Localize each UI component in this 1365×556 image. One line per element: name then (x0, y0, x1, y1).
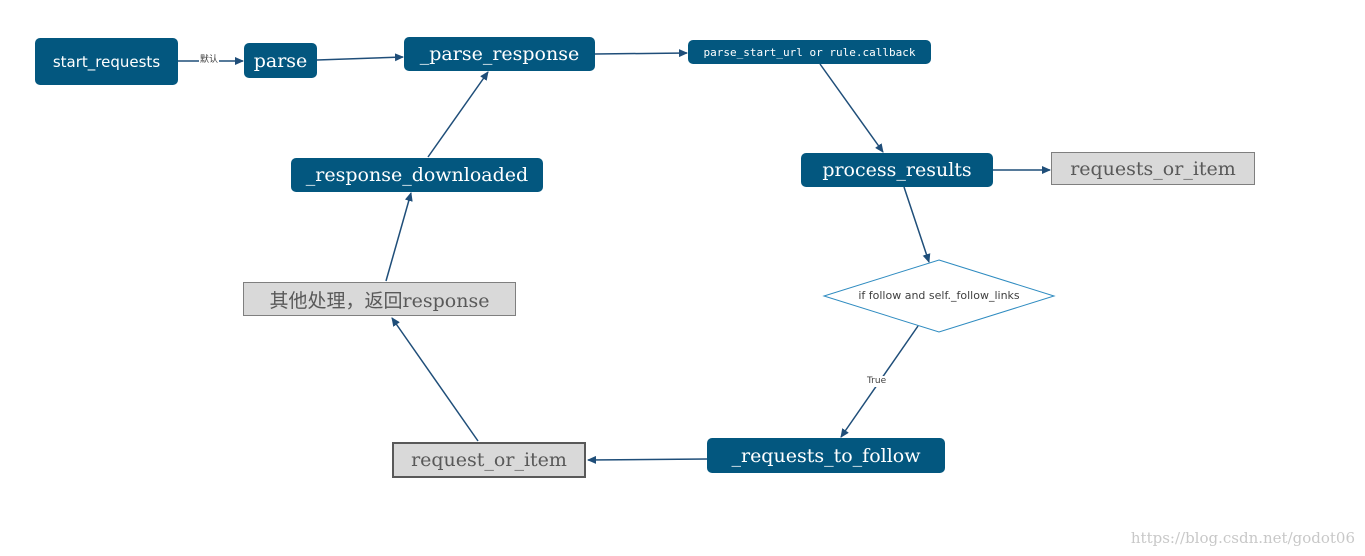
edge-response-downloaded-to-parse-response (427, 71, 489, 158)
edge-label-true: True (866, 376, 888, 387)
node-requests-or-item: requests_or_item (1051, 152, 1255, 185)
decision-label: if follow and self._follow_links (858, 289, 1020, 302)
node-parse-response: _parse_response (404, 37, 595, 71)
node-request-or-item: request_or_item (392, 442, 586, 478)
edge-parse-response-to-callback (594, 49, 688, 58)
edge-callback-to-process-results (819, 63, 884, 153)
node-parse: parse (244, 43, 317, 78)
edge-parse-to-parse-response (316, 53, 404, 62)
decision-diamond (822, 259, 1056, 333)
node-process-results: process_results (801, 153, 993, 187)
edge-process-results-to-decision (903, 186, 931, 263)
edge-label-default: 默认 (199, 55, 220, 66)
edge-requests-to-follow-to-request-or-item (587, 455, 708, 464)
edge-other-to-response-downloaded (385, 192, 413, 282)
node-other-processing: 其他处理，返回response (243, 282, 516, 316)
watermark: https://blog.csdn.net/godot06 (1130, 529, 1355, 547)
node-callback: parse_start_url or rule.callback (688, 40, 931, 64)
node-requests-to-follow: _requests_to_follow (707, 438, 945, 473)
edge-request-or-item-to-other (391, 317, 479, 442)
node-response-downloaded: _response_downloaded (291, 158, 543, 192)
node-start-requests: start_requests (35, 38, 178, 85)
